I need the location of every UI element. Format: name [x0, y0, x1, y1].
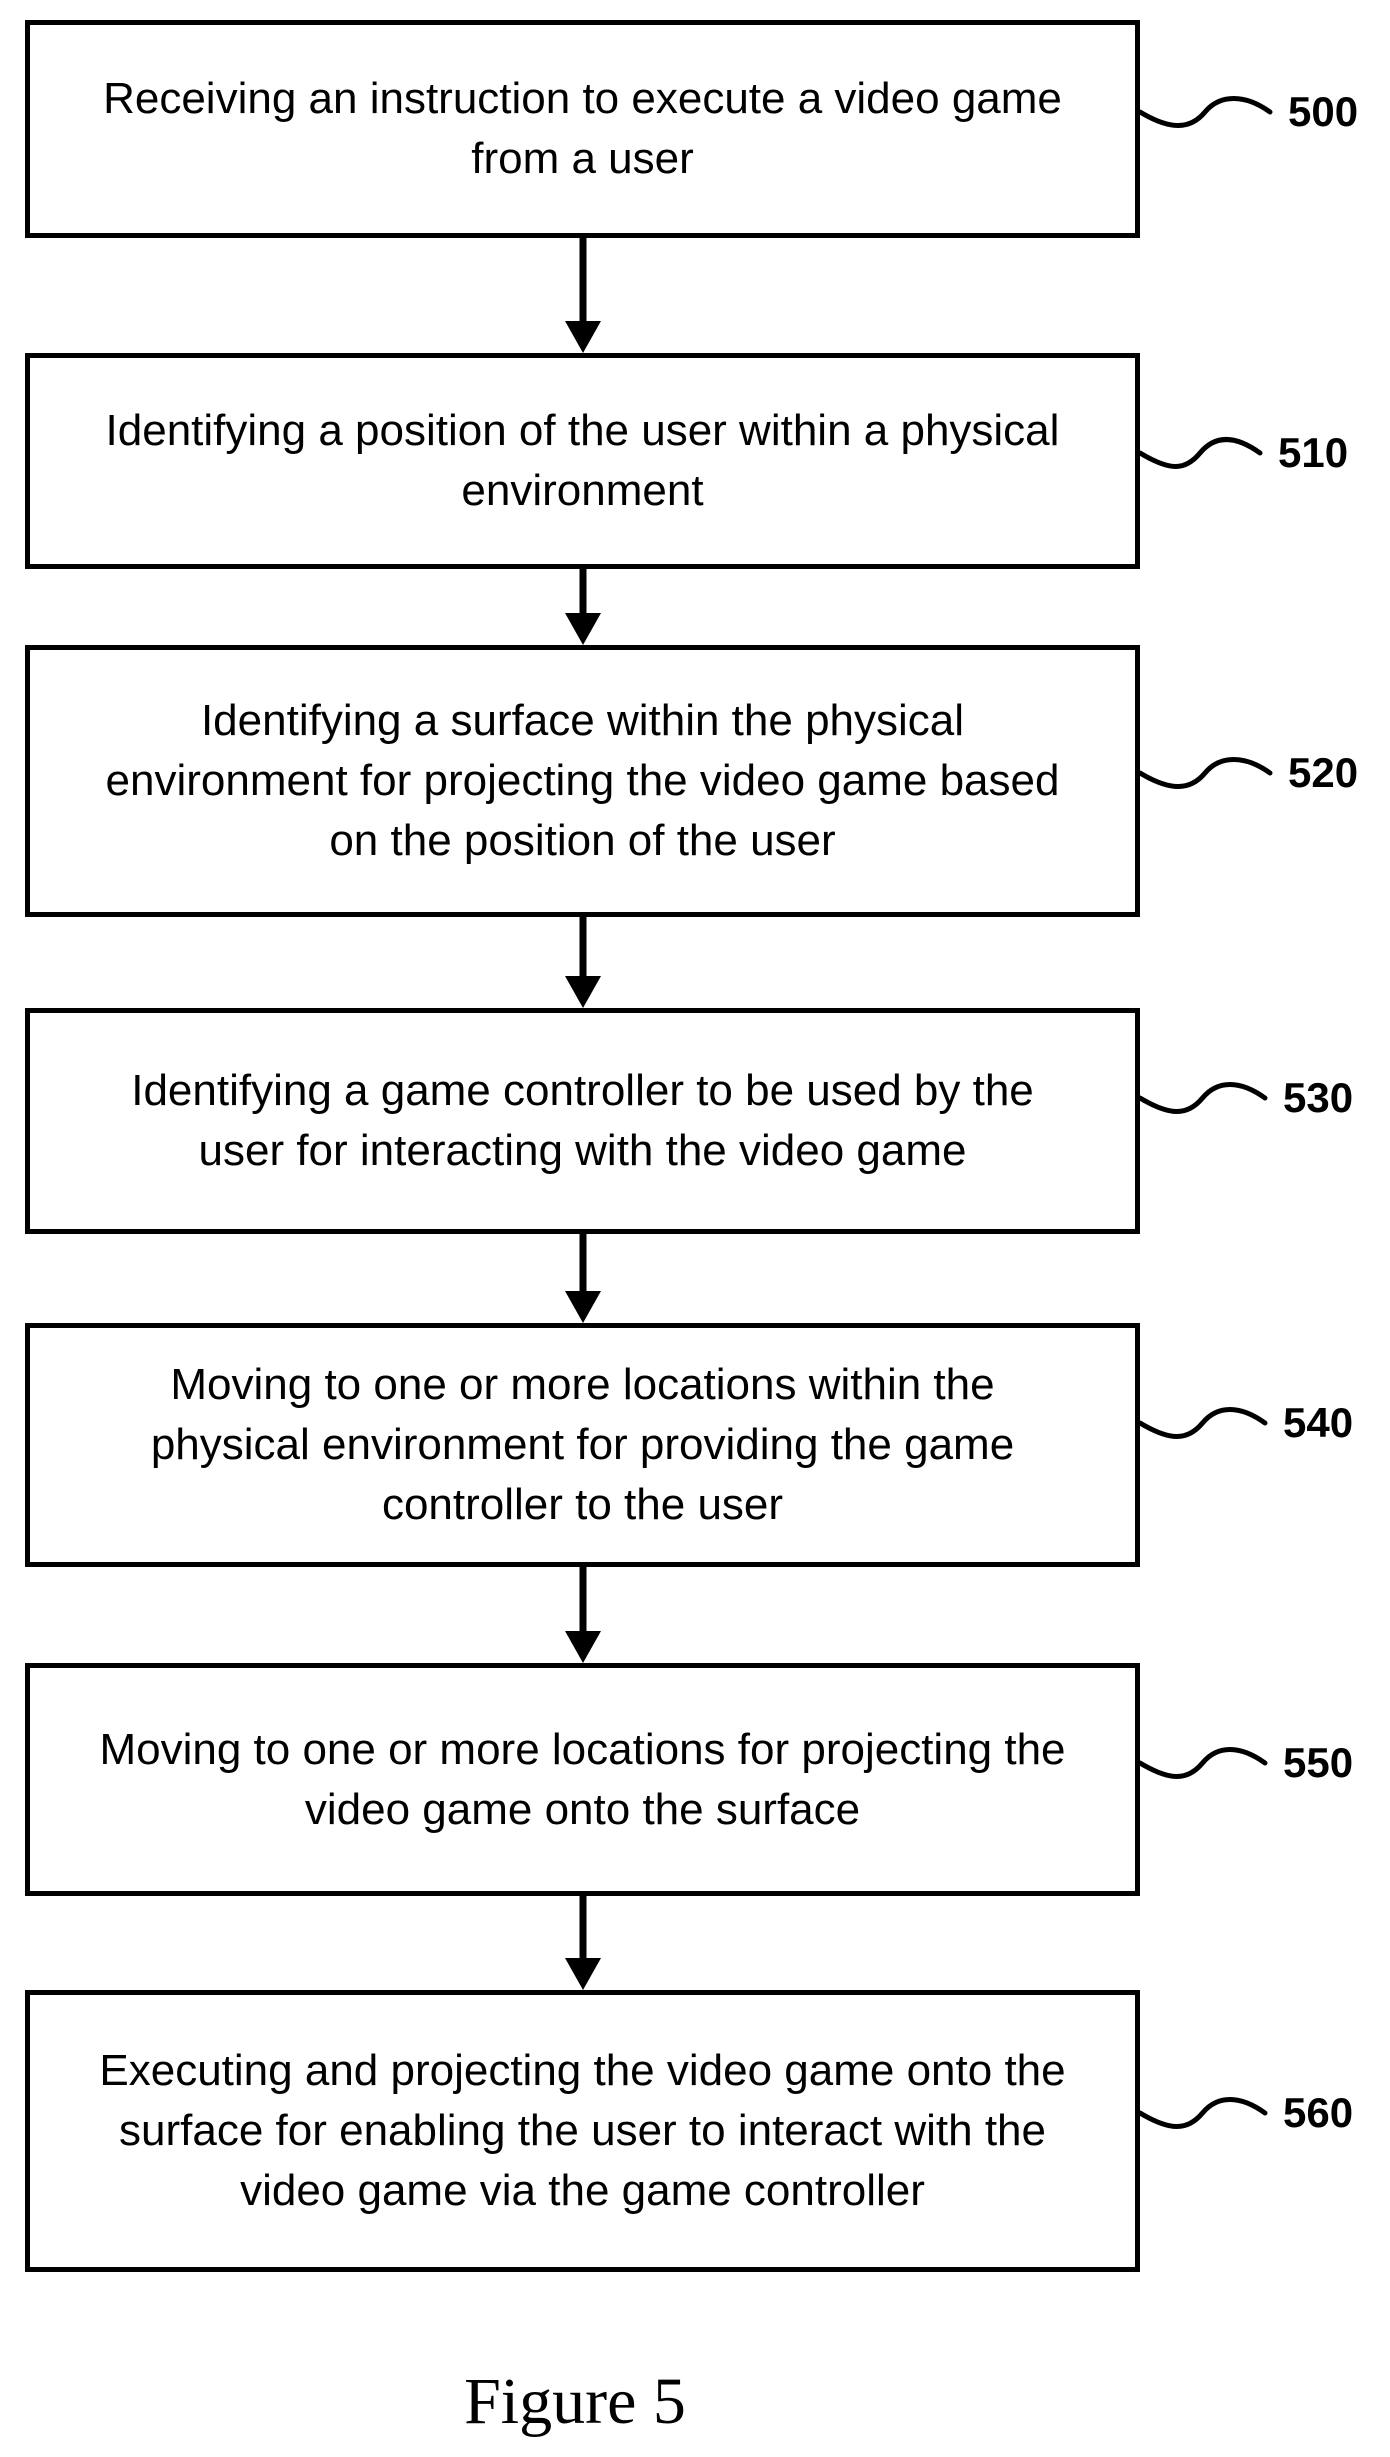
step-500-text-line: Receiving an instruction to execute a vi…	[103, 69, 1062, 129]
step-box-530: Identifying a game controller to be used…	[25, 1008, 1140, 1234]
arrowhead-500	[565, 321, 601, 353]
arrowhead-540	[565, 1631, 601, 1663]
step-label-550: 550	[1283, 1738, 1353, 1788]
leader-line-530	[1140, 1085, 1265, 1112]
step-560-text-line: video game via the game controller	[240, 2161, 925, 2221]
leader-line-550	[1140, 1750, 1265, 1777]
step-label-540: 540	[1283, 1398, 1353, 1448]
step-540-text-line: physical environment for providing the g…	[151, 1415, 1014, 1475]
leader-line-500	[1140, 99, 1270, 126]
step-label-560: 560	[1283, 2088, 1353, 2138]
step-label-500: 500	[1288, 87, 1358, 137]
leader-line-540	[1140, 1410, 1265, 1437]
step-520-text-line: on the position of the user	[329, 811, 835, 871]
arrowhead-510	[565, 613, 601, 645]
step-530-text-line: user for interacting with the video game	[199, 1121, 967, 1181]
step-box-500: Receiving an instruction to execute a vi…	[25, 20, 1140, 238]
leader-line-560	[1140, 2100, 1265, 2127]
step-box-560: Executing and projecting the video game …	[25, 1990, 1140, 2272]
leader-line-520	[1140, 760, 1270, 787]
step-box-550: Moving to one or more locations for proj…	[25, 1663, 1140, 1896]
arrowhead-520	[565, 976, 601, 1008]
step-box-520: Identifying a surface within the physica…	[25, 645, 1140, 917]
step-520-text-line: Identifying a surface within the physica…	[201, 691, 964, 751]
step-540-text-line: controller to the user	[382, 1475, 783, 1535]
step-550-text-line: video game onto the surface	[305, 1780, 860, 1840]
figure-caption: Figure 5	[0, 2362, 1150, 2442]
step-box-510: Identifying a position of the user withi…	[25, 353, 1140, 569]
step-520-text-line: environment for projecting the video gam…	[106, 751, 1060, 811]
step-510-text-line: Identifying a position of the user withi…	[106, 401, 1060, 461]
arrowhead-550	[565, 1958, 601, 1990]
step-500-text-line: from a user	[471, 129, 694, 189]
step-560-text-line: surface for enabling the user to interac…	[119, 2101, 1046, 2161]
step-510-text-line: environment	[461, 461, 703, 521]
step-560-text-line: Executing and projecting the video game …	[99, 2041, 1065, 2101]
step-label-510: 510	[1278, 428, 1348, 478]
step-box-540: Moving to one or more locations within t…	[25, 1323, 1140, 1567]
step-530-text-line: Identifying a game controller to be used…	[131, 1061, 1034, 1121]
step-540-text-line: Moving to one or more locations within t…	[170, 1355, 994, 1415]
step-label-530: 530	[1283, 1073, 1353, 1123]
leader-line-510	[1140, 440, 1260, 467]
arrowhead-530	[565, 1291, 601, 1323]
step-label-520: 520	[1288, 748, 1358, 798]
step-550-text-line: Moving to one or more locations for proj…	[99, 1720, 1065, 1780]
